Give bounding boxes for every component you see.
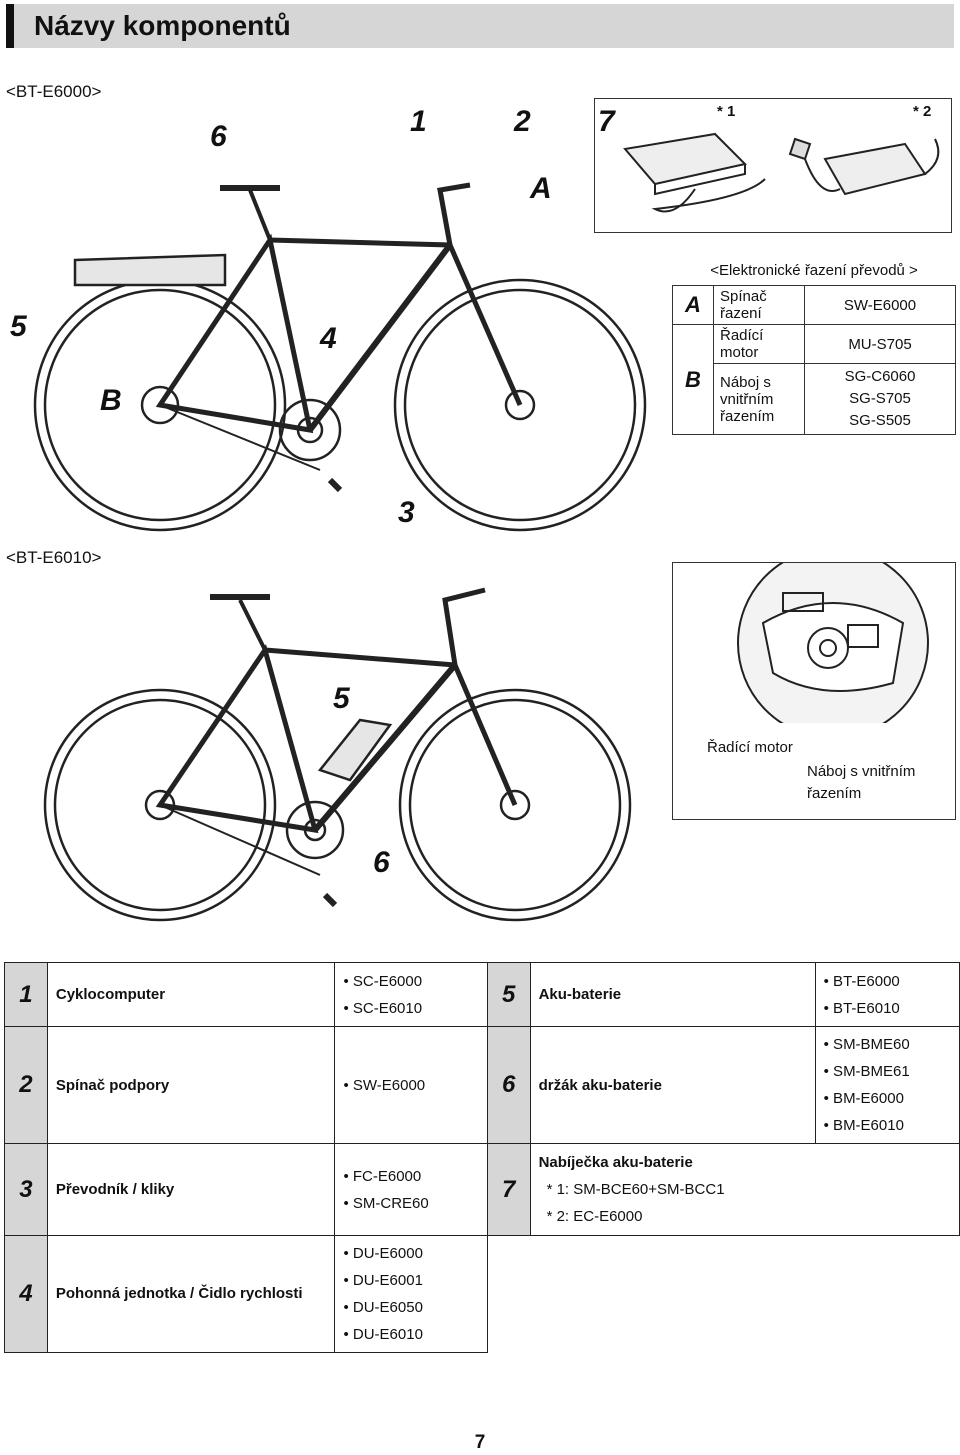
part-code: • DU-E6010 — [343, 1326, 423, 1343]
parts-row-2: 2 Spínač podpory • SW-E6000 6 držák aku-… — [4, 1026, 960, 1144]
part-codes-1: • SC-E6000 • SC-E6010 — [334, 962, 488, 1027]
shift-letter-a: A — [672, 285, 714, 325]
part-name-7: Nabíječka aku-baterie — [538, 1154, 693, 1171]
part-code: • SM-BME61 — [823, 1063, 910, 1080]
shift-codes-b2: SG-C6060 SG-S705 SG-S505 — [804, 363, 956, 435]
callout-B: B — [100, 384, 122, 417]
callout-2: 2 — [514, 105, 531, 138]
shift-code-b1: MU-S705 — [804, 324, 956, 364]
shift-name-b2: Náboj s vnitřním řazením — [713, 363, 805, 435]
shift-row-b1: B Řadící motor MU-S705 — [672, 324, 956, 435]
part-name-6: držák aku-baterie — [529, 1026, 816, 1144]
part-num-3: 3 — [4, 1143, 48, 1236]
part-num-1: 1 — [4, 962, 48, 1027]
charger-tag-1: * 1 — [717, 103, 736, 120]
callout-3: 3 — [398, 496, 415, 529]
part-code: • BM-E6010 — [823, 1117, 904, 1134]
part-name-4: Pohonná jednotka / Čidlo rychlosti — [46, 1235, 336, 1353]
shift-table: A Spínač řazení SW-E6000 B Řadící motor … — [672, 285, 956, 435]
charger-tag-2: * 2 — [913, 103, 932, 120]
shift-caption: <Elektronické řazení převodů > — [710, 262, 918, 279]
callout-6-bottom: 6 — [373, 846, 390, 879]
part-name-3: Převodník / kliky — [46, 1143, 336, 1236]
shift-section: <Elektronické řazení převodů > A Spínač … — [672, 262, 956, 435]
shift-name-a: Spínač řazení — [713, 285, 805, 325]
charger-panel: * 1 * 2 — [594, 98, 952, 233]
part-name-2: Spínač podpory — [46, 1026, 336, 1144]
bike-illustration-top — [33, 182, 647, 532]
detail-label-hub: Náboj s vnitřním řazením — [807, 763, 916, 802]
callout-1: 1 — [410, 105, 427, 138]
part-code: • BM-E6000 — [823, 1090, 904, 1107]
part-codes-2: • SW-E6000 — [334, 1026, 488, 1144]
callout-7: 7 — [598, 105, 615, 138]
callout-4: 4 — [320, 322, 337, 355]
part-num-5: 5 — [486, 962, 531, 1027]
bike-illustration-bottom — [43, 587, 632, 922]
model-label-first: <BT-E6000> — [6, 82, 102, 101]
part-codes-3: • FC-E6000 • SM-CRE60 — [334, 1143, 488, 1236]
part-code: • DU-E6001 — [343, 1272, 423, 1289]
shift-letter-b: B — [672, 324, 714, 435]
part-sub: * 2: EC-E6000 — [546, 1208, 643, 1225]
parts-row-4: 4 Pohonná jednotka / Čidlo rychlosti • D… — [4, 1235, 960, 1353]
callout-5: 5 — [10, 310, 27, 343]
shift-code-b2-1: SG-S705 — [849, 390, 911, 407]
part-cell-7: Nabíječka aku-baterie * 1: SM-BCE60+SM-B… — [529, 1143, 960, 1236]
detail-label-motor: Řadící motor — [707, 739, 793, 756]
part-name-1: Cyklocomputer — [46, 962, 336, 1027]
part-code: • SM-CRE60 — [343, 1194, 429, 1212]
part-num-4: 4 — [4, 1235, 48, 1353]
part-num-7: 7 — [486, 1143, 531, 1236]
part-code: • DU-E6000 — [343, 1245, 423, 1262]
part-num-6: 6 — [486, 1026, 531, 1144]
part-code: • BT-E6010 — [823, 999, 900, 1017]
parts-row-3: 3 Převodník / kliky • FC-E6000 • SM-CRE6… — [4, 1143, 960, 1236]
shift-code-a: SW-E6000 — [804, 285, 956, 325]
part-codes-6: • SM-BME60 • SM-BME61 • BM-E6000 • BM-E6… — [814, 1026, 960, 1144]
part-code: • SC-E6010 — [343, 999, 423, 1017]
part-name-5: Aku-baterie — [529, 962, 816, 1027]
charger-illustration — [623, 132, 940, 213]
page-title: Názvy komponentů — [6, 4, 954, 48]
part-sub: * 1: SM-BCE60+SM-BCC1 — [546, 1181, 725, 1198]
part-num-2: 2 — [4, 1026, 48, 1144]
empty-cell — [487, 1236, 959, 1353]
part-codes-5: • BT-E6000 • BT-E6010 — [814, 962, 960, 1027]
callout-5-bottom: 5 — [333, 682, 350, 715]
hub-detail-illustration — [737, 563, 929, 723]
callout-6: 6 — [210, 120, 227, 153]
page-number: 7 — [474, 1432, 486, 1453]
model-label-second: <BT-E6010> — [6, 548, 102, 567]
detail-panel: Řadící motor Náboj s vnitřním řazením — [672, 562, 956, 820]
part-codes-4: • DU-E6000 • DU-E6001 • DU-E6050 • DU-E6… — [334, 1235, 488, 1353]
part-code: • SW-E6000 — [343, 1076, 426, 1094]
shift-name-b1: Řadící motor — [713, 324, 805, 364]
parts-table: 1 Cyklocomputer • SC-E6000 • SC-E6010 5 … — [4, 962, 960, 1353]
shift-row-b2: Náboj s vnitřním řazením SG-C6060 SG-S70… — [673, 363, 956, 435]
part-code: • SM-BME60 — [823, 1036, 910, 1053]
parts-row-1: 1 Cyklocomputer • SC-E6000 • SC-E6010 5 … — [4, 962, 960, 1027]
shift-code-b2-0: SG-C6060 — [844, 368, 916, 385]
part-code: • SC-E6000 — [343, 972, 423, 990]
part-code: • BT-E6000 — [823, 972, 900, 990]
part-code: • DU-E6050 — [343, 1299, 423, 1316]
callout-A: A — [530, 172, 552, 205]
shift-code-b2-2: SG-S505 — [849, 412, 911, 429]
part-code: • FC-E6000 — [343, 1167, 422, 1185]
shift-row-a: A Spínač řazení SW-E6000 — [672, 285, 956, 325]
